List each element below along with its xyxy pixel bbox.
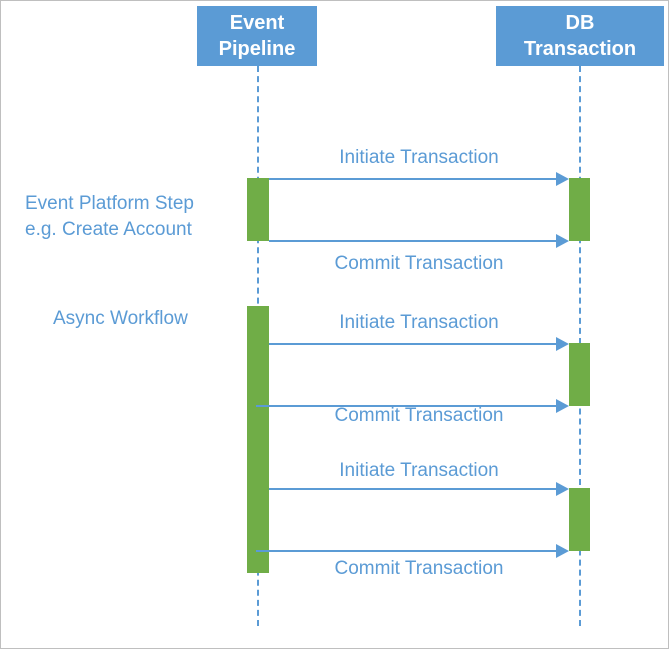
activation-event-pipeline-1	[247, 178, 269, 241]
side-label-async-workflow: Async Workflow	[53, 308, 188, 329]
message-arrow-head-3	[556, 337, 569, 351]
participant-event-pipeline[interactable]: Event Pipeline	[197, 6, 317, 66]
message-arrow-head-4	[556, 399, 569, 413]
participant-db-transaction-line2: Transaction	[523, 38, 637, 60]
activation-db-transaction-1	[569, 178, 590, 241]
message-arrow-line-5	[269, 488, 556, 490]
message-arrow-head-1	[556, 172, 569, 186]
message-arrow-line-3	[269, 343, 556, 345]
side-label-event-platform-step: Event Platform Step e.g. Create Account	[25, 193, 194, 240]
message-arrow-line-6	[256, 550, 556, 552]
message-arrow-line-1	[269, 178, 556, 180]
message-arrow-head-5	[556, 482, 569, 496]
message-label-5: Initiate Transaction	[339, 460, 499, 481]
activation-event-pipeline-2	[247, 306, 269, 573]
participant-event-pipeline-line2: Pipeline	[218, 38, 296, 60]
activation-db-transaction-3	[569, 488, 590, 551]
message-label-1: Initiate Transaction	[339, 147, 499, 168]
message-label-4: Commit Transaction	[334, 405, 504, 426]
message-arrow-line-4	[256, 405, 556, 407]
message-label-3: Initiate Transaction	[339, 312, 499, 333]
participant-db-transaction-line1: DB	[565, 12, 595, 34]
message-label-2: Commit Transaction	[334, 253, 504, 274]
activation-db-transaction-2	[569, 343, 590, 406]
participant-event-pipeline-line1: Event	[229, 12, 285, 34]
message-label-6: Commit Transaction	[334, 558, 504, 579]
message-arrow-head-2	[556, 234, 569, 248]
message-arrow-head-6	[556, 544, 569, 558]
message-arrow-line-2	[269, 240, 556, 242]
participant-db-transaction[interactable]: DB Transaction	[496, 6, 664, 66]
